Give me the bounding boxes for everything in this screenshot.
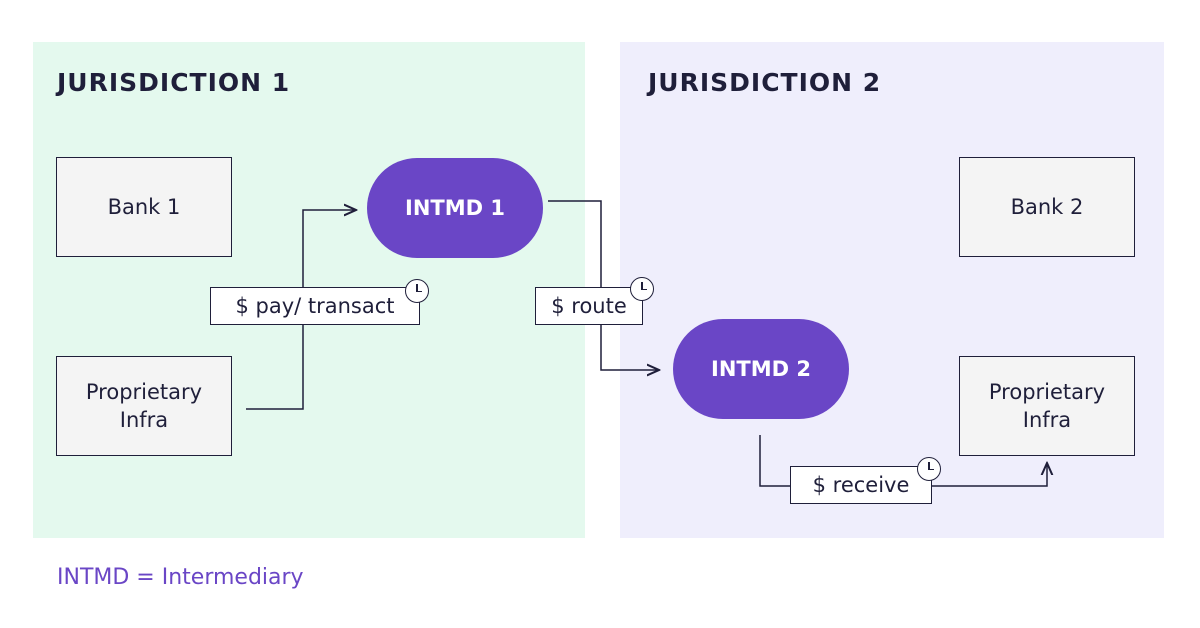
legend-footnote: INTMD = Intermediary bbox=[57, 565, 304, 590]
intmd-2-label: INTMD 2 bbox=[711, 357, 811, 381]
bank-2-label: Bank 2 bbox=[1010, 195, 1084, 219]
infra-1-box: Proprietary Infra bbox=[56, 356, 232, 456]
intmd-1-node: INTMD 1 bbox=[367, 158, 543, 258]
clock-icon bbox=[917, 457, 941, 481]
clock-icon bbox=[630, 277, 654, 301]
receive-label: $ receive bbox=[790, 466, 932, 504]
route-text: $ route bbox=[551, 294, 627, 318]
bank-2-box: Bank 2 bbox=[959, 157, 1135, 257]
pay-transact-text: $ pay/ transact bbox=[235, 294, 395, 318]
route-label: $ route bbox=[535, 287, 643, 325]
infra-2-box: Proprietary Infra bbox=[959, 356, 1135, 456]
receive-text: $ receive bbox=[812, 473, 910, 497]
jurisdiction-1-title: JURISDICTION 1 bbox=[57, 68, 291, 97]
bank-1-box: Bank 1 bbox=[56, 157, 232, 257]
intmd-1-label: INTMD 1 bbox=[405, 196, 505, 220]
intmd-2-node: INTMD 2 bbox=[673, 319, 849, 419]
route-connector bbox=[548, 200, 659, 370]
clock-icon bbox=[405, 279, 429, 303]
infra-1-label: Proprietary Infra bbox=[85, 380, 203, 432]
bank-1-label: Bank 1 bbox=[107, 195, 181, 219]
infra-2-label: Proprietary Infra bbox=[988, 380, 1106, 432]
pay-transact-label: $ pay/ transact bbox=[210, 287, 420, 325]
jurisdiction-2-title: JURISDICTION 2 bbox=[648, 68, 882, 97]
